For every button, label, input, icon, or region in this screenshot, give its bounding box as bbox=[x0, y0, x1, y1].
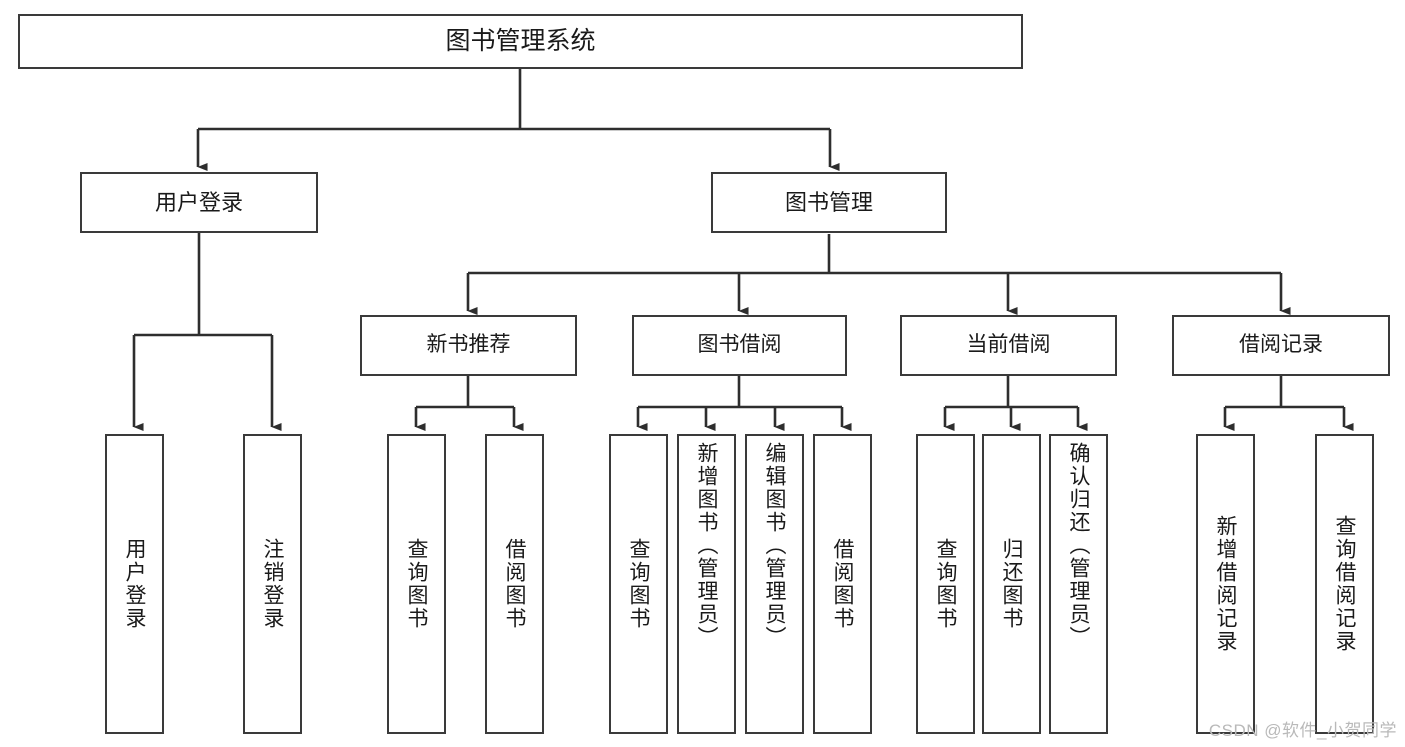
node-leaf-logout-login[interactable]: 注销登录 bbox=[243, 434, 302, 734]
node-leaf-query-book-3[interactable]: 查询图书 bbox=[916, 434, 975, 734]
node-leaf-query-record[interactable]: 查询借阅记录 bbox=[1315, 434, 1374, 734]
node-leaf-add-record[interactable]: 新增借阅记录 bbox=[1196, 434, 1255, 734]
node-leaf-borrow-book-2-label: 借阅图书 bbox=[831, 538, 854, 630]
node-leaf-add-book[interactable]: 新增图书（管理员） bbox=[677, 434, 736, 734]
node-leaf-query-book-1[interactable]: 查询图书 bbox=[387, 434, 446, 734]
node-leaf-add-record-label: 新增借阅记录 bbox=[1214, 515, 1237, 653]
csdn-watermark: CSDN @软件_小贺同学 bbox=[1208, 721, 1397, 740]
node-leaf-edit-book-label: 编辑图书（管理员） bbox=[763, 442, 786, 649]
node-leaf-edit-book[interactable]: 编辑图书（管理员） bbox=[745, 434, 804, 734]
node-leaf-confirm-return-label: 确认归还（管理员） bbox=[1067, 442, 1090, 649]
node-new-book-recommend[interactable]: 新书推荐 bbox=[360, 315, 577, 376]
node-leaf-query-record-label: 查询借阅记录 bbox=[1333, 515, 1356, 653]
node-leaf-query-book-2-label: 查询图书 bbox=[627, 538, 650, 630]
node-book-management[interactable]: 图书管理 bbox=[711, 172, 947, 233]
node-leaf-borrow-book-2[interactable]: 借阅图书 bbox=[813, 434, 872, 734]
node-leaf-return-book-label: 归还图书 bbox=[1000, 538, 1023, 630]
node-root-label: 图书管理系统 bbox=[445, 26, 596, 55]
node-user-login-label: 用户登录 bbox=[154, 189, 243, 215]
node-borrow-record-label: 借阅记录 bbox=[1239, 333, 1323, 357]
node-book-borrow-label: 图书借阅 bbox=[697, 333, 782, 357]
node-leaf-borrow-book-1-label: 借阅图书 bbox=[503, 538, 526, 630]
node-leaf-return-book[interactable]: 归还图书 bbox=[982, 434, 1041, 734]
node-leaf-query-book-2[interactable]: 查询图书 bbox=[609, 434, 668, 734]
node-borrow-record[interactable]: 借阅记录 bbox=[1172, 315, 1390, 376]
node-new-book-recommend-label: 新书推荐 bbox=[426, 333, 511, 357]
node-leaf-query-book-1-label: 查询图书 bbox=[405, 538, 428, 630]
node-leaf-add-book-label: 新增图书（管理员） bbox=[695, 442, 718, 649]
node-leaf-confirm-return[interactable]: 确认归还（管理员） bbox=[1049, 434, 1108, 734]
node-user-login[interactable]: 用户登录 bbox=[80, 172, 318, 233]
node-root-book-management-system[interactable]: 图书管理系统 bbox=[18, 14, 1023, 69]
node-book-borrow[interactable]: 图书借阅 bbox=[632, 315, 847, 376]
node-leaf-user-login[interactable]: 用户登录 bbox=[105, 434, 164, 734]
node-leaf-borrow-book-1[interactable]: 借阅图书 bbox=[485, 434, 544, 734]
node-leaf-logout-login-label: 注销登录 bbox=[261, 538, 284, 630]
node-current-borrow[interactable]: 当前借阅 bbox=[900, 315, 1117, 376]
node-current-borrow-label: 当前借阅 bbox=[966, 333, 1051, 357]
node-book-management-label: 图书管理 bbox=[784, 189, 873, 215]
node-leaf-user-login-label: 用户登录 bbox=[123, 538, 146, 630]
node-leaf-query-book-3-label: 查询图书 bbox=[934, 538, 957, 630]
